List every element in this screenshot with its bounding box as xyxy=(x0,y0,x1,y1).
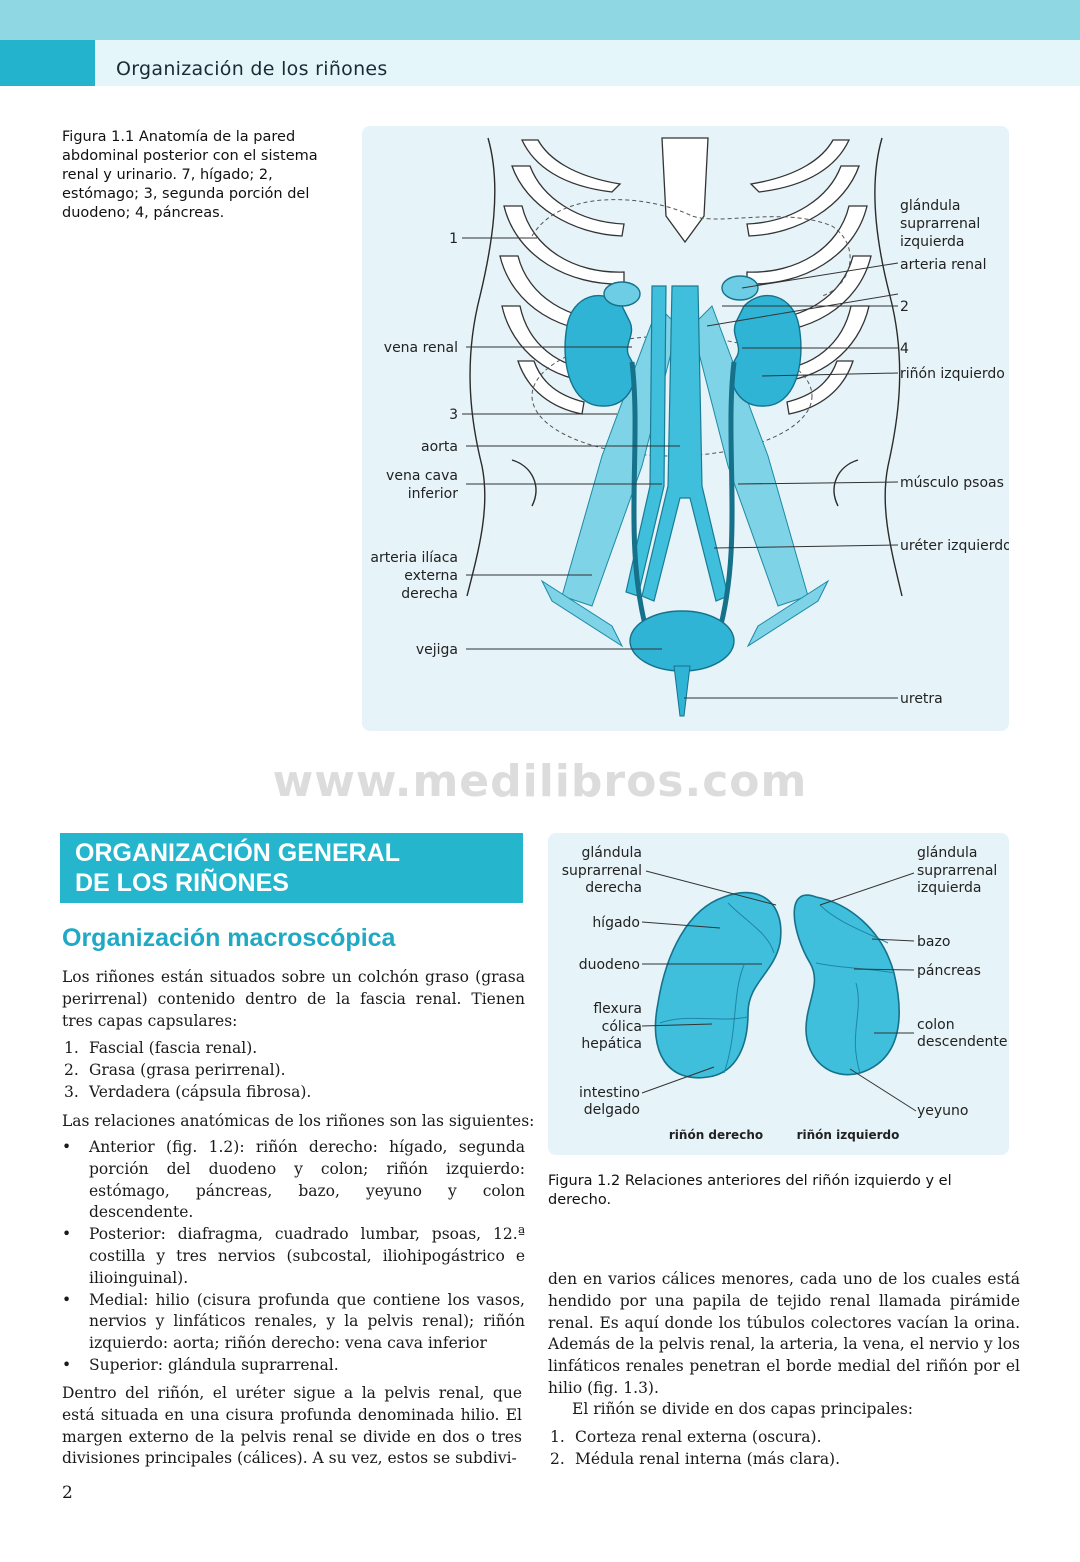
header-bar xyxy=(95,40,1080,86)
kidney-layers-list: 1.Corteza renal externa (oscura). 2.Médu… xyxy=(548,1427,1020,1471)
section-heading-line-1: ORGANIZACIÓN GENERAL xyxy=(75,839,400,867)
list-item: 1.Corteza renal externa (oscura). xyxy=(550,1428,822,1446)
label-flexura-3: hepática xyxy=(581,1036,642,1052)
list-item: •Anterior (fig. 1.2): riñón derecho: híg… xyxy=(62,1138,525,1222)
label-intestino-2: delgado xyxy=(584,1102,640,1118)
label-duodeno: duodeno xyxy=(579,957,640,973)
intro-paragraph: Los riñones están situados sobre un colc… xyxy=(62,968,525,1030)
label-uretra: uretra xyxy=(900,691,943,707)
label-musculo-psoas: músculo psoas xyxy=(900,475,1004,491)
label-yeyuno: yeyuno xyxy=(917,1103,969,1119)
kidney-region-lines xyxy=(659,902,895,1074)
kidneys xyxy=(564,275,802,407)
label-bazo: bazo xyxy=(917,934,950,950)
label-rinon-derecho: riñón derecho xyxy=(669,1128,763,1142)
page-number: 2 xyxy=(62,1483,73,1503)
label-3: 3 xyxy=(449,407,458,423)
relations-title: Las relaciones anatómicas de los riñones… xyxy=(62,1112,535,1130)
label-colon-1: colon xyxy=(917,1017,955,1033)
label-higado: hígado xyxy=(592,915,640,931)
list-item: •Posterior: diafragma, cuadrado lumbar, … xyxy=(62,1225,525,1287)
header-accent-block xyxy=(0,40,95,86)
label-flexura-2: cólica xyxy=(602,1019,642,1035)
figure-2-caption: Figura 1.2 Relaciones anteriores del riñ… xyxy=(548,1173,952,1208)
ureters xyxy=(629,361,737,637)
relations-list: •Anterior (fig. 1.2): riñón derecho: híg… xyxy=(62,1137,525,1377)
label-arteria-iliaca-1: arteria ilíaca xyxy=(370,550,458,566)
label-vena-renal: vena renal xyxy=(384,340,458,356)
figure-1-leader-lines xyxy=(462,237,899,699)
label-vena-cava-1: vena cava xyxy=(386,468,458,484)
label-rinon-izquierdo: riñón izquierdo xyxy=(900,366,1005,382)
figure-2-svg: glándula suprarrenal derecha hígado duod… xyxy=(562,845,1008,1142)
figure-1-caption: Figura 1.1 Anatomía de la pared abdomina… xyxy=(62,128,332,223)
capsular-layers-list: 1.Fascial (fascia renal). 2.Grasa (grasa… xyxy=(62,1038,525,1103)
paragraph-divide: El riñón se divide en dos capas principa… xyxy=(572,1400,914,1418)
list-item: 3.Verdadera (cápsula fibrosa). xyxy=(64,1082,312,1101)
label-rinon-izquierdo-fig2: riñón izquierdo xyxy=(797,1128,900,1142)
label-2: 2 xyxy=(900,299,909,315)
label-glandula-derecha-2: suprarrenal xyxy=(562,863,642,879)
list-item: 1.Fascial (fascia renal). xyxy=(64,1039,258,1057)
running-header-title: Organización de los riñones xyxy=(116,58,388,80)
label-flexura-1: flexura xyxy=(593,1001,642,1017)
label-glandula-derecha-1: glándula xyxy=(582,845,642,861)
section-heading-line-2: DE LOS RIÑONES xyxy=(75,869,289,897)
label-glandula-derecha-3: derecha xyxy=(585,880,642,896)
figure-2-leader-lines xyxy=(641,870,917,1112)
label-colon-2: descendente xyxy=(917,1034,1007,1050)
label-glandula-1: glándula xyxy=(900,198,960,214)
paragraph-pelvis: Dentro del riñón, el uréter sigue a la p… xyxy=(62,1384,522,1468)
label-vejiga: vejiga xyxy=(416,642,458,658)
label-aorta: aorta xyxy=(421,439,458,455)
figure-1-labels: 1 vena renal 3 aorta vena cava inferior … xyxy=(370,198,1011,707)
list-item: 2.Médula renal interna (más clara). xyxy=(550,1449,841,1468)
figure-1-anatomy-illustration: 1 vena renal 3 aorta vena cava inferior … xyxy=(362,126,1012,731)
top-color-band xyxy=(0,0,1080,40)
label-arteria-iliaca-2: externa xyxy=(404,568,458,584)
figure-2-kidneys xyxy=(654,891,900,1079)
list-item: 2.Grasa (grasa perirrenal). xyxy=(64,1060,286,1079)
figure-1-caption-text: Figura 1.1 Anatomía de la pared abdomina… xyxy=(62,129,318,221)
list-item: •Medial: hilio (cisura profunda que cont… xyxy=(62,1290,525,1353)
label-glandula-izquierda-1: glándula xyxy=(917,845,977,861)
label-glandula-izquierda-2: suprarrenal xyxy=(917,863,997,879)
label-vena-cava-2: inferior xyxy=(408,486,459,502)
label-4: 4 xyxy=(900,341,909,357)
label-ureter-izquierdo: uréter izquierdo xyxy=(900,538,1009,554)
great-vessels xyxy=(625,285,729,602)
paragraph-calices: den en varios cálices menores, cada uno … xyxy=(548,1270,1020,1397)
kidney-captions: riñón derecho riñón izquierdo xyxy=(669,1128,900,1142)
section-heading-box xyxy=(60,833,523,903)
subheading: Organización macroscópica xyxy=(62,924,396,952)
figure-1-svg: 1 vena renal 3 aorta vena cava inferior … xyxy=(370,137,1012,717)
label-arteria-renal: arteria renal xyxy=(900,257,987,273)
label-arteria-iliaca-3: derecha xyxy=(401,586,458,602)
section-heading: ORGANIZACIÓN GENERAL DE LOS RIÑONES xyxy=(75,838,515,898)
label-1: 1 xyxy=(449,231,458,247)
list-item: •Superior: glándula suprarrenal. xyxy=(62,1355,339,1374)
label-glandula-izquierda-3: izquierda xyxy=(917,880,981,896)
label-glandula-2: suprarrenal xyxy=(900,216,980,232)
label-pancreas: páncreas xyxy=(917,963,981,979)
torso-outline xyxy=(466,137,903,597)
watermark: www.medilibros.com xyxy=(272,756,808,807)
label-glandula-3: izquierda xyxy=(900,234,964,250)
pelvis-and-bladder xyxy=(540,579,830,717)
figure-2-labels: glándula suprarrenal derecha hígado duod… xyxy=(562,845,1008,1119)
figure-2-kidney-relations: glándula suprarrenal derecha hígado duod… xyxy=(548,833,1009,1155)
label-intestino-1: intestino xyxy=(579,1085,640,1101)
